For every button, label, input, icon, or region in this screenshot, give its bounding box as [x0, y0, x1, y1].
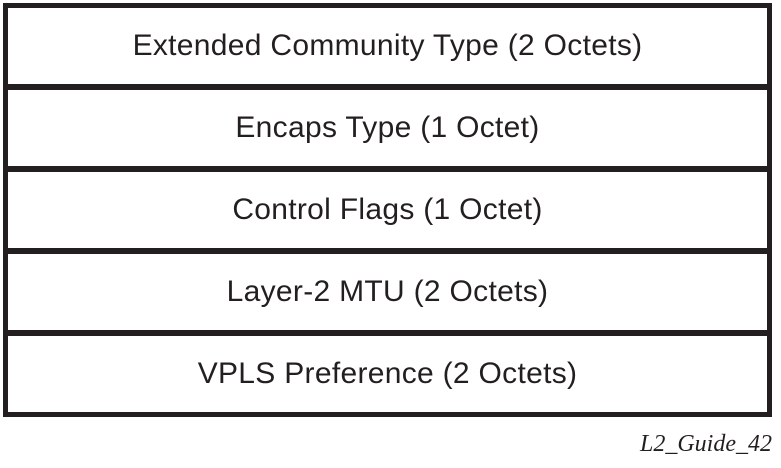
field-label: Extended Community Type (2 Octets)	[132, 29, 643, 62]
field-row-encaps-type: Encaps Type (1 Octet)	[8, 90, 767, 172]
figure-caption: L2_Guide_42	[640, 431, 772, 457]
field-label: Encaps Type (1 Octet)	[235, 111, 540, 144]
field-label: Control Flags (1 Octet)	[232, 193, 543, 226]
field-layout-diagram: Extended Community Type (2 Octets) Encap…	[3, 3, 772, 417]
field-label: VPLS Preference (2 Octets)	[197, 357, 578, 390]
field-stack: Extended Community Type (2 Octets) Encap…	[3, 3, 772, 417]
field-row-extended-community-type: Extended Community Type (2 Octets)	[8, 8, 767, 90]
field-row-layer2-mtu: Layer-2 MTU (2 Octets)	[8, 254, 767, 336]
field-label: Layer-2 MTU (2 Octets)	[226, 275, 549, 308]
field-row-control-flags: Control Flags (1 Octet)	[8, 172, 767, 254]
field-row-vpls-preference: VPLS Preference (2 Octets)	[8, 336, 767, 412]
